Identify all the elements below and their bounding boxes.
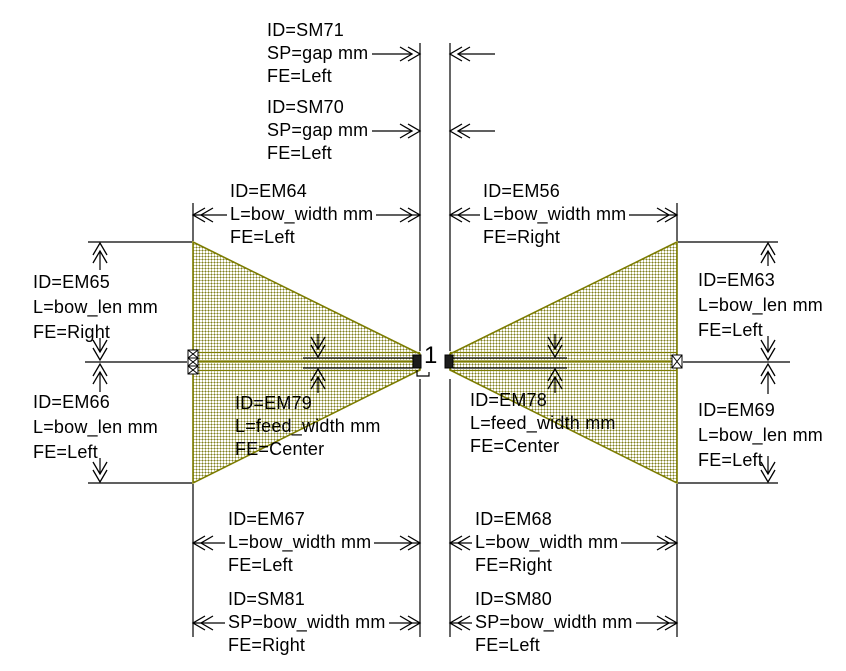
- dimension-lines: [85, 43, 790, 637]
- dimension-label-em64[interactable]: ID=EM64 L=bow_width mm FE=Left: [227, 180, 377, 249]
- dimension-label-em66[interactable]: ID=EM66 L=bow_len mm FE=Left: [33, 390, 158, 465]
- dim-fe: FE=Left: [267, 143, 332, 163]
- dim-fe: FE=Left: [230, 227, 295, 247]
- dim-value: L=bow_width mm: [225, 531, 375, 554]
- dim-value: L=bow_width mm: [472, 531, 622, 554]
- dim-value: SP=gap mm: [267, 43, 369, 63]
- dim-id: ID=EM79: [235, 393, 312, 413]
- dimension-label-sm70[interactable]: ID=SM70 SP=gap mm FE=Left: [267, 96, 368, 165]
- dim-id: ID=EM69: [698, 400, 775, 420]
- dim-fe: FE=Right: [228, 635, 306, 655]
- dim-fe: FE=Right: [483, 227, 561, 247]
- dim-value: SP=gap mm: [267, 120, 369, 140]
- dim-id: ID=EM67: [228, 509, 305, 529]
- dim-value: L=feed_width mm: [235, 416, 381, 436]
- dim-value: L=bow_len mm: [33, 417, 158, 437]
- dim-id: ID=SM80: [475, 589, 552, 609]
- dimension-label-em68[interactable]: ID=EM68 L=bow_width mm FE=Right: [472, 508, 622, 577]
- port1-terminal-left[interactable]: [412, 354, 422, 369]
- dimension-label-em65[interactable]: ID=EM65 L=bow_len mm FE=Right: [33, 270, 158, 345]
- dim-value: L=bow_width mm: [227, 203, 377, 226]
- dim-id: ID=SM71: [267, 20, 344, 40]
- dim-id: ID=EM65: [33, 272, 110, 292]
- dim-value: L=bow_len mm: [698, 425, 823, 445]
- dim-fe: FE=Center: [470, 436, 560, 456]
- dim-id: ID=EM66: [33, 392, 110, 412]
- dim-value: SP=bow_width mm: [225, 611, 389, 634]
- dim-fe: FE=Left: [475, 635, 540, 655]
- dim-fe: FE=Center: [235, 439, 325, 459]
- dim-id: ID=EM64: [230, 181, 307, 201]
- dim-id: ID=EM56: [483, 181, 560, 201]
- reference-plane-symbol-right[interactable]: [671, 354, 683, 369]
- port1-terminal-right[interactable]: [444, 354, 454, 369]
- port-symbols: [187, 349, 683, 375]
- port1-label[interactable]: 1: [424, 342, 438, 369]
- reference-plane-symbol-left[interactable]: [187, 349, 199, 375]
- dimension-label-sm71[interactable]: ID=SM71 SP=gap mm FE=Left: [267, 19, 368, 88]
- dim-id: ID=EM78: [470, 390, 547, 410]
- dim-fe: FE=Left: [267, 66, 332, 86]
- dimension-label-em78[interactable]: ID=EM78 L=feed_width mm FE=Center: [470, 389, 616, 458]
- dimension-label-em63[interactable]: ID=EM63 L=bow_len mm FE=Left: [698, 268, 823, 343]
- dim-value: L=bow_width mm: [480, 203, 630, 226]
- dim-fe: FE=Right: [33, 322, 111, 342]
- dim-value: L=feed_width mm: [470, 413, 616, 433]
- dimension-label-sm80[interactable]: ID=SM80 SP=bow_width mm FE=Left: [472, 588, 636, 657]
- dim-id: ID=SM81: [228, 589, 305, 609]
- dim-id: ID=EM68: [475, 509, 552, 529]
- dim-fe: FE=Left: [698, 320, 763, 340]
- dimension-label-em67[interactable]: ID=EM67 L=bow_width mm FE=Left: [225, 508, 375, 577]
- port-leader-line: [416, 370, 430, 377]
- dim-id: ID=EM63: [698, 270, 775, 290]
- dimension-label-em56[interactable]: ID=EM56 L=bow_width mm FE=Right: [480, 180, 630, 249]
- dim-value: L=bow_len mm: [33, 297, 158, 317]
- dim-fe: FE=Left: [228, 555, 293, 575]
- dimension-label-sm81[interactable]: ID=SM81 SP=bow_width mm FE=Right: [225, 588, 389, 657]
- dim-value: L=bow_len mm: [698, 295, 823, 315]
- dim-id: ID=SM70: [267, 97, 344, 117]
- dim-fe: FE=Left: [33, 442, 98, 462]
- dimension-label-em79[interactable]: ID=EM79 L=feed_width mm FE=Center: [235, 392, 381, 461]
- dim-fe: FE=Right: [475, 555, 553, 575]
- dimension-label-em69[interactable]: ID=EM69 L=bow_len mm FE=Left: [698, 398, 823, 473]
- dim-value: SP=bow_width mm: [472, 611, 636, 634]
- dimension-arrowheads: [92, 46, 776, 631]
- dim-fe: FE=Left: [698, 450, 763, 470]
